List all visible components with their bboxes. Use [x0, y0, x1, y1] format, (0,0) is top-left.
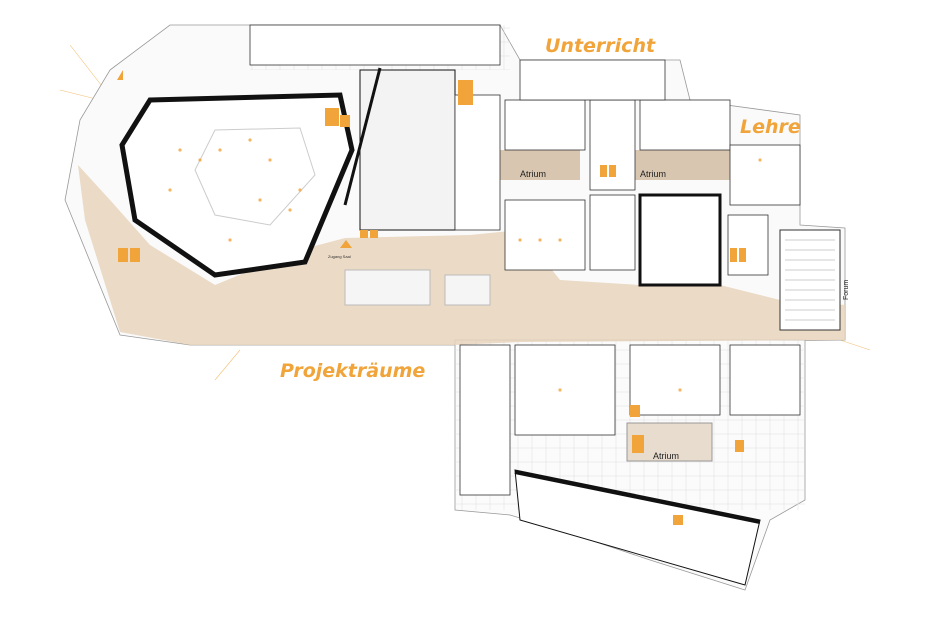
circulation-spine [78, 165, 845, 345]
room-blocks [249, 24, 801, 496]
hall [359, 69, 456, 231]
furniture-dots [168, 138, 762, 392]
zone-label-lehre: Lehre [740, 116, 801, 138]
atrium-floor [500, 150, 580, 180]
core-markers [117, 70, 746, 525]
atrium-label-2: Atrium [640, 169, 666, 179]
hall-2 [344, 269, 431, 306]
auditorium-stage [194, 127, 316, 226]
hall-entrance-label: Zugang Saal [328, 254, 351, 259]
atrium-floor-2 [615, 150, 730, 180]
forum-label: Forum [843, 280, 850, 300]
forum-stairs [779, 229, 841, 331]
atrium-label-3: Atrium [653, 451, 679, 461]
zone-label-unterricht: Unterricht [545, 35, 656, 57]
atrium-label-1: Atrium [520, 169, 546, 179]
zone-label-projektraeume: Projekträume [280, 360, 425, 382]
hall-3 [444, 274, 491, 306]
